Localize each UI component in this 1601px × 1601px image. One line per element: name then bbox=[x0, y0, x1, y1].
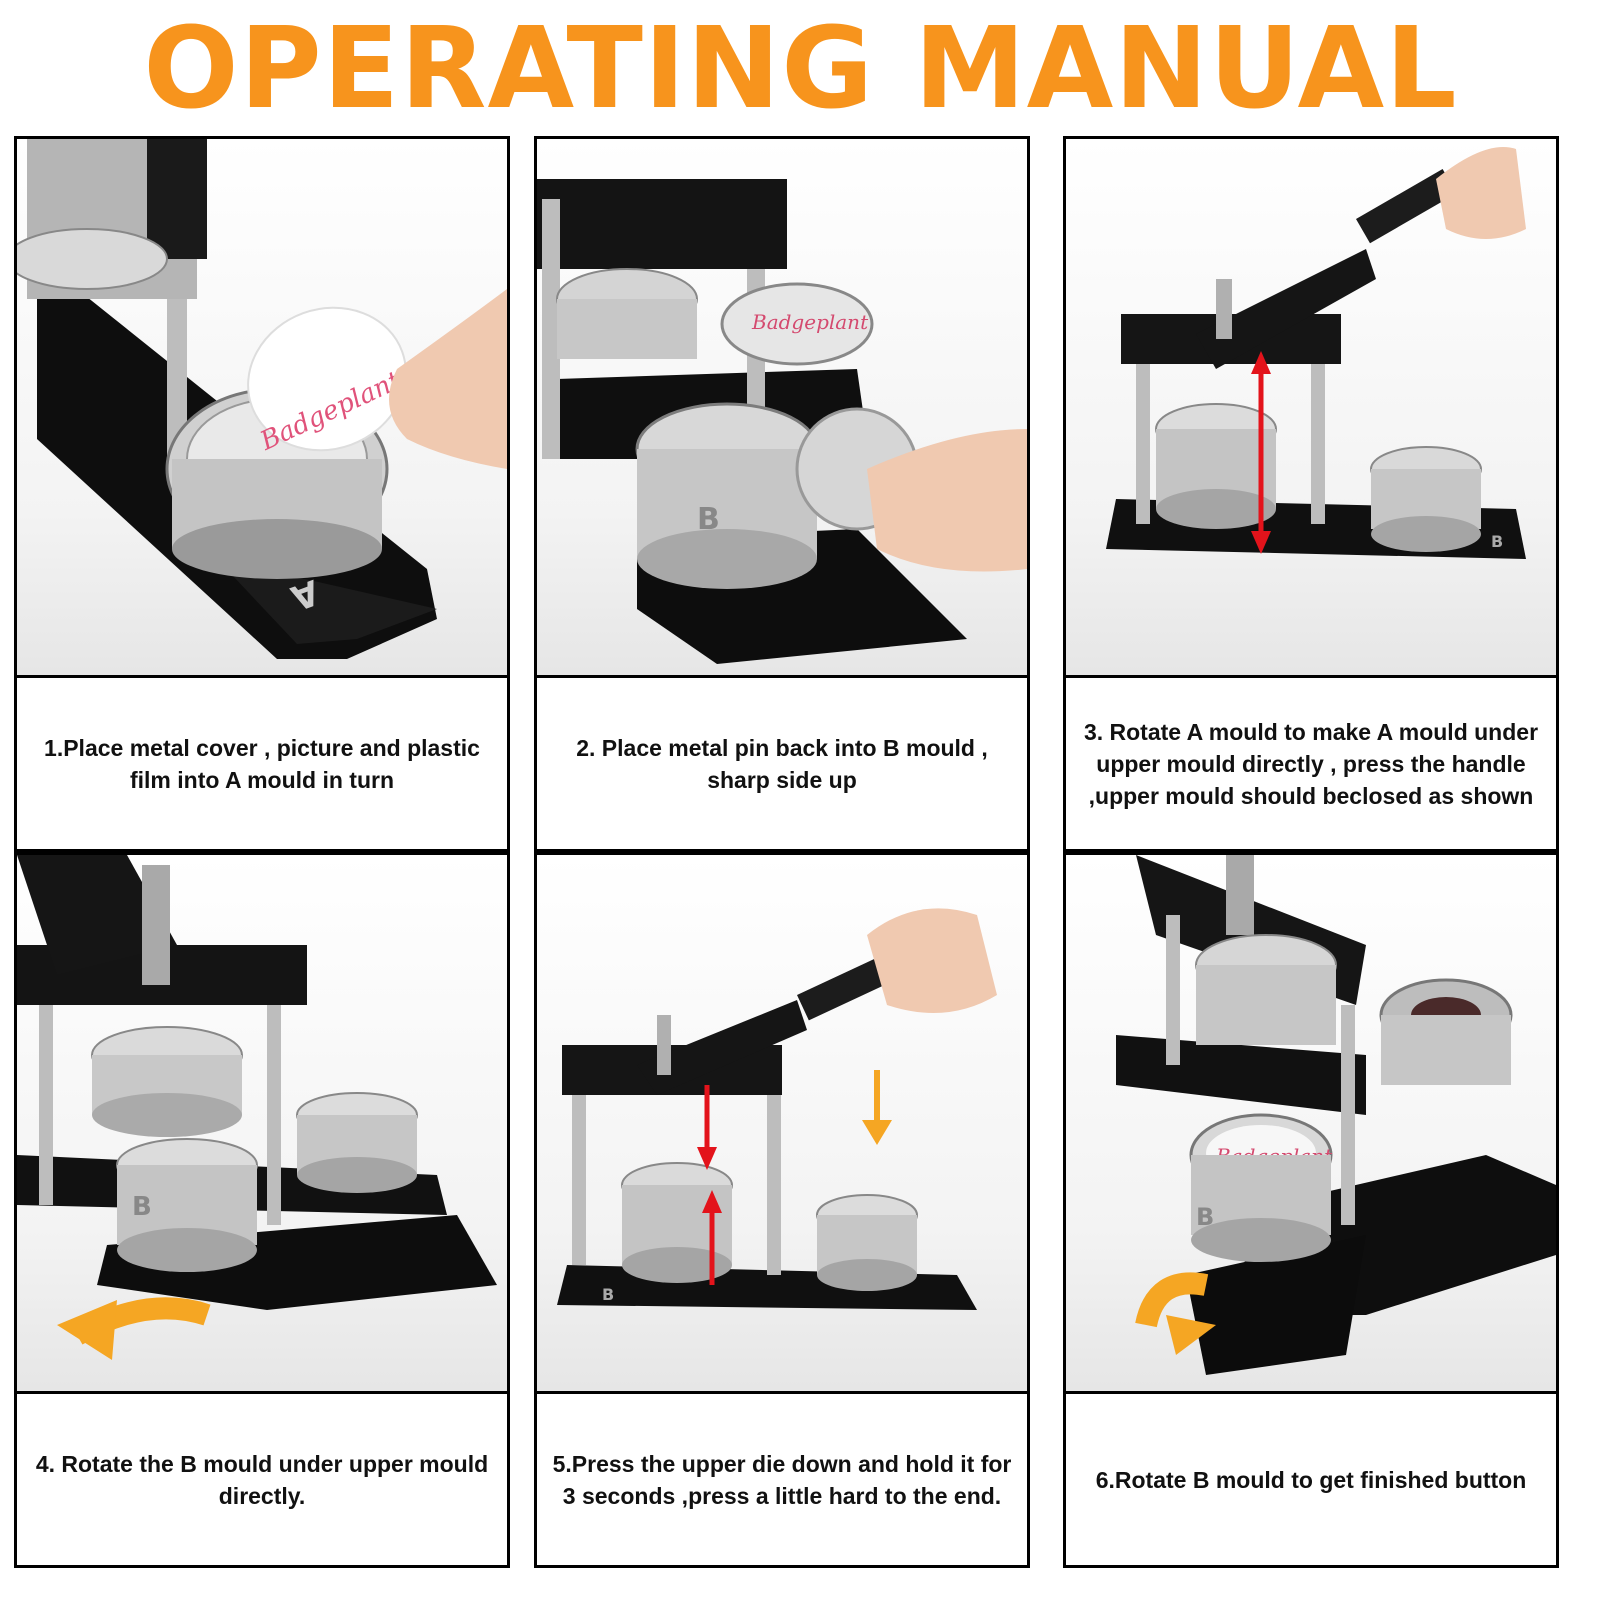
step-3-photo: B bbox=[1066, 139, 1556, 678]
step-2-caption: 2. Place metal pin back into B mould , s… bbox=[576, 734, 988, 793]
svg-text:B: B bbox=[1196, 1203, 1214, 1231]
svg-text:B: B bbox=[1491, 532, 1503, 551]
page-title: OPERATING MANUAL bbox=[143, 4, 1458, 134]
step-3-caption: 3. Rotate A mould to make A mould under … bbox=[1083, 718, 1539, 809]
svg-text:B: B bbox=[697, 502, 720, 537]
step-1-panel: Badgeplant A 1.Place metal cover , pictu… bbox=[14, 136, 510, 852]
step-1-caption: 1.Place metal cover , picture and plasti… bbox=[44, 734, 480, 793]
step-3-panel: B 3. Rotate A mould to make A mould unde… bbox=[1063, 136, 1559, 852]
step-1-photo: Badgeplant A bbox=[17, 139, 507, 678]
svg-text:B: B bbox=[602, 1285, 614, 1304]
step-6-photo: Badgeplant B bbox=[1066, 855, 1556, 1394]
step-5-photo: B bbox=[537, 855, 1027, 1394]
step-6-caption: 6.Rotate B mould to get finished button bbox=[1095, 1466, 1527, 1493]
step-2-panel: Badgeplant B 2. Place metal pin back int… bbox=[534, 136, 1030, 852]
step-5-panel: B 5.Press the upper die down and hold it… bbox=[534, 852, 1030, 1568]
step-4-photo: B bbox=[17, 855, 507, 1394]
svg-text:B: B bbox=[132, 1192, 152, 1222]
step-2-photo: Badgeplant B bbox=[537, 139, 1027, 678]
badge-label: Badgeplant bbox=[751, 310, 869, 334]
step-4-caption: 4. Rotate the B mould under upper mould … bbox=[35, 1450, 489, 1509]
step-5-caption: 5.Press the upper die down and hold it f… bbox=[552, 1450, 1012, 1509]
step-6-panel: Badgeplant B 6.Rotate B mould to get fin… bbox=[1063, 852, 1559, 1568]
step-4-panel: B 4. Rotate the B mould under upper moul… bbox=[14, 852, 510, 1568]
